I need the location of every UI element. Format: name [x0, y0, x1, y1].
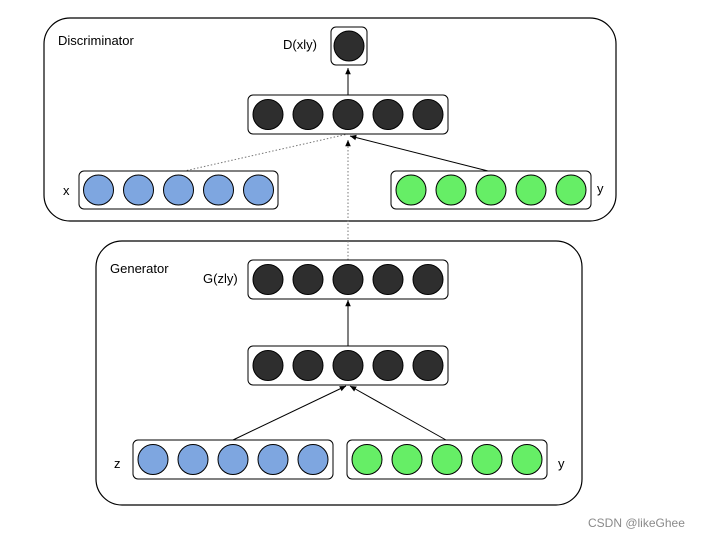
discriminator-title: Discriminator: [58, 33, 135, 48]
neuron-node: [177, 444, 209, 475]
neuron-node: [412, 350, 444, 381]
discriminator-x-layer: [78, 170, 279, 210]
discriminator-y-layer: [390, 170, 592, 210]
neuron-node: [391, 444, 423, 475]
neuron-node: [83, 174, 114, 206]
neuron-node: [333, 30, 365, 62]
neuron-node: [217, 444, 249, 475]
neuron-node: [435, 174, 467, 206]
neuron-node: [203, 174, 234, 206]
neuron-node: [511, 444, 543, 475]
neuron-node: [555, 174, 587, 206]
neuron-node: [252, 264, 284, 295]
edge-z-to-ghidden: [232, 385, 347, 441]
neuron-node: [372, 350, 404, 381]
neuron-node: [372, 264, 404, 295]
neuron-node: [252, 350, 284, 381]
edge-x-to-dhidden: [179, 133, 349, 173]
neuron-node: [292, 350, 324, 381]
neuron-node: [243, 174, 274, 206]
neuron-node: [372, 99, 404, 130]
neuron-node: [252, 99, 284, 130]
neuron-node: [297, 444, 329, 475]
generator-output-label: G(zly): [203, 271, 238, 286]
discriminator-hidden-layer: [247, 94, 449, 135]
neuron-node: [412, 264, 444, 295]
neuron-node: [257, 444, 289, 475]
discriminator-y-label: y: [597, 181, 604, 196]
neuron-node: [431, 444, 463, 475]
neuron-node: [292, 264, 324, 295]
neuron-node: [471, 444, 503, 475]
discriminator-output-layer: [330, 26, 368, 66]
discriminator-output-label: D(xly): [283, 37, 317, 52]
layers: [78, 26, 592, 480]
watermark: CSDN @likeGhee: [588, 516, 685, 530]
generator-hidden-layer: [247, 345, 449, 386]
neuron-node: [395, 174, 427, 206]
generator-z-label: z: [114, 456, 121, 471]
discriminator-x-label: x: [63, 183, 70, 198]
neuron-node: [351, 444, 383, 475]
neuron-node: [137, 444, 169, 475]
generator-y-layer: [346, 439, 548, 480]
generator-output-layer: [247, 259, 449, 300]
neuron-node: [332, 264, 364, 295]
neuron-node: [475, 174, 507, 206]
edge-dy-to-dhidden: [349, 134, 493, 173]
neuron-node: [332, 99, 364, 130]
neuron-node: [515, 174, 547, 206]
edges: [179, 68, 493, 441]
edge-gy-to-ghidden: [349, 385, 447, 441]
neuron-node: [412, 99, 444, 130]
neuron-node: [332, 350, 364, 381]
generator-title: Generator: [110, 261, 169, 276]
neuron-node: [123, 174, 154, 206]
neuron-node: [163, 174, 194, 206]
neuron-node: [292, 99, 324, 130]
generator-z-layer: [132, 439, 334, 480]
generator-y-label: y: [558, 456, 565, 471]
